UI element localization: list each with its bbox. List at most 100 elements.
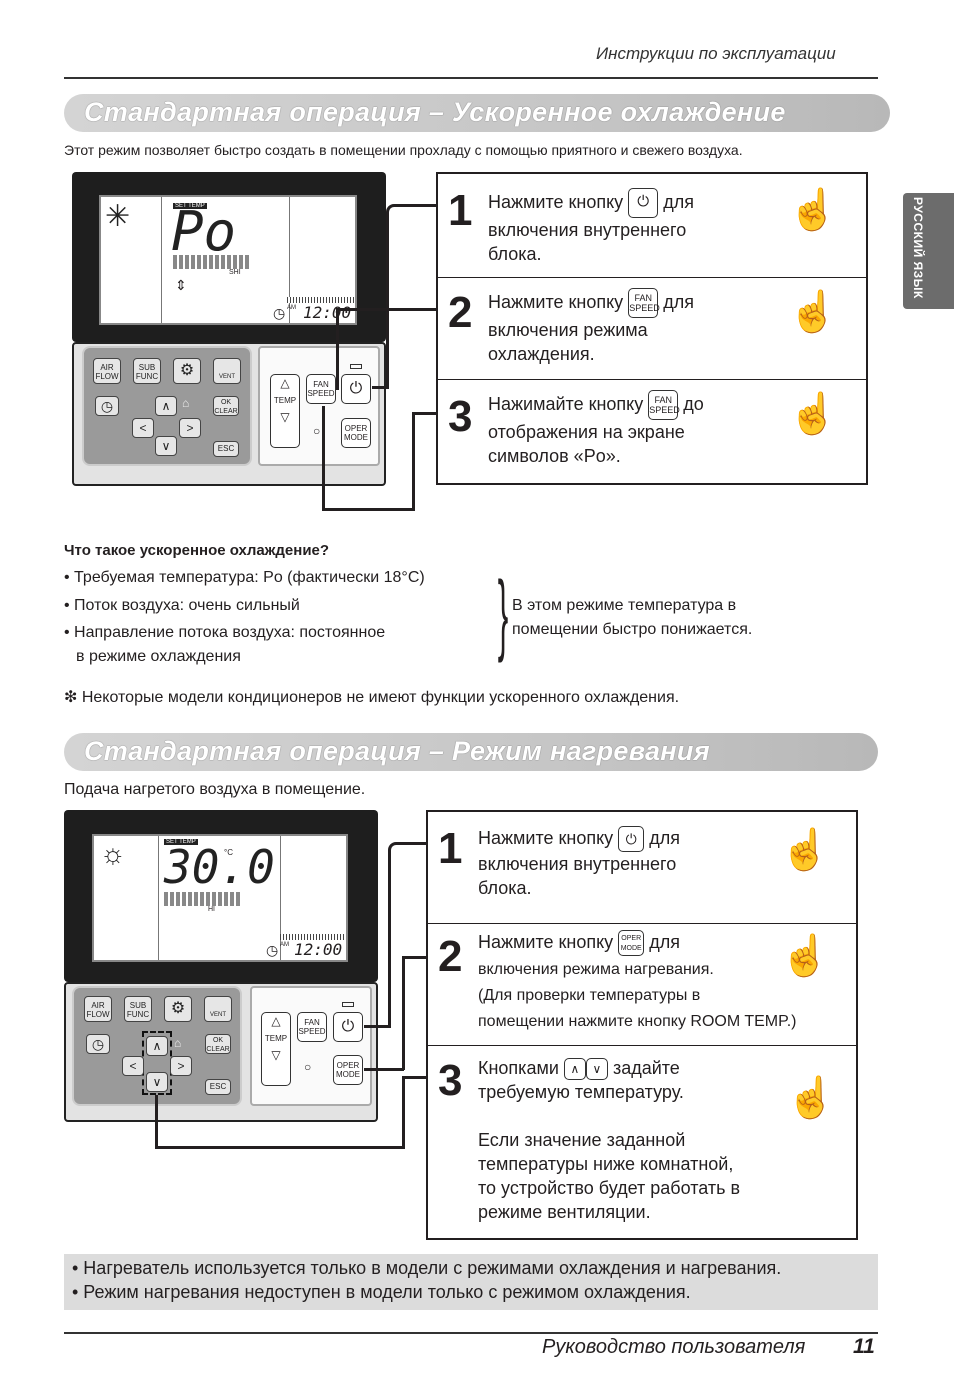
swing-icon: ⇕	[175, 277, 187, 293]
left-arrow-button[interactable]: <	[122, 1056, 144, 1076]
display-value: Po	[171, 200, 237, 263]
down-arrow-button[interactable]: ∨	[155, 436, 177, 456]
connector-line-1	[388, 842, 428, 1028]
clock-icon: ◷	[273, 305, 286, 321]
section1-steps-box: 1 Нажмите кнопку ⏻ для включения внутрен…	[436, 172, 868, 485]
snowflake-icon: ✳	[105, 200, 131, 233]
temp-label: TEMP	[273, 396, 297, 405]
connector-line-3	[322, 406, 325, 510]
oper-mode-button[interactable]: OPER MODE	[341, 418, 371, 448]
brace-icon: }	[497, 564, 509, 664]
set-temp-label: SET TEMP	[164, 839, 198, 845]
power-button[interactable]: ⏻	[341, 374, 371, 404]
air-flow-button[interactable]: AIR FLOW	[93, 358, 121, 384]
header-rule	[64, 77, 878, 79]
indicator-led	[342, 1002, 354, 1007]
right-arrow-button[interactable]: >	[179, 418, 201, 438]
step-row: 2 Нажмите кнопку OPER MODE для включения…	[428, 924, 858, 1046]
fan-speed-icon: FAN SPEED	[628, 288, 660, 318]
step-number: 3	[448, 392, 473, 441]
step-number: 2	[448, 288, 473, 337]
footer-label: Руководство пользователя	[542, 1336, 806, 1358]
step-text: Нажмите кнопку ⏻ для включения внутренне…	[478, 826, 680, 899]
sun-icon: ☼	[100, 838, 126, 869]
connector-line-3	[155, 1095, 158, 1149]
section1-intro: Этот режим позволяет быстро создать в по…	[64, 142, 743, 158]
down-arrow-button[interactable]: ∨	[146, 1072, 168, 1092]
down-arrow-icon: ∨	[585, 1058, 608, 1081]
air-flow-button[interactable]: AIR FLOW	[84, 996, 112, 1022]
fan-speed-button[interactable]: FAN SPEED	[297, 1012, 327, 1042]
vent-button[interactable]: VENT	[204, 996, 232, 1022]
connector-line-2	[336, 308, 438, 311]
step-row: 1 Нажмите кнопку ⏻ для включения внутрен…	[428, 812, 858, 924]
step-row: 3 Нажимайте кнопку FAN SPEED до отображе…	[438, 380, 868, 484]
language-tab-label: РУССКИЙ ЯЗЫК	[911, 197, 925, 299]
hand-press-icon: ☝	[780, 934, 830, 978]
section2-title-bar	[64, 733, 878, 771]
ok-clear-button[interactable]: OK CLEAR	[213, 396, 239, 416]
up-arrow-button[interactable]: ∧	[155, 396, 177, 416]
note-line: • Нагреватель используется только в моде…	[72, 1258, 782, 1278]
temp-rocker[interactable]: △ TEMP ▽	[270, 374, 300, 448]
running-header: Инструкции по эксплуатации	[596, 44, 836, 63]
lcd-display: ✳ SET TEMP Po SHI ⇕ ◷ AM 12:00	[99, 195, 357, 325]
fan-speed-icon: FAN SPEED	[648, 390, 680, 420]
set-temp-label: SET TEMP	[173, 203, 207, 209]
step-row: 3 Кнопками ∧∨ задайте требуемую температ…	[428, 1046, 858, 1240]
faq-item: в режиме охлаждения	[76, 648, 241, 665]
fan-speed-button[interactable]: FAN SPEED	[306, 374, 336, 404]
timer-clock-button[interactable]: ◷	[86, 1034, 110, 1054]
room-temp-button[interactable]: ○	[304, 1060, 312, 1074]
ok-clear-button[interactable]: OK CLEAR	[205, 1034, 231, 1054]
unit-label: °C	[224, 848, 233, 857]
sub-func-button[interactable]: SUB FUNC	[133, 358, 161, 384]
footer-rule	[64, 1332, 878, 1334]
power-button[interactable]: ⏻	[333, 1012, 363, 1042]
fan-speed-bars	[173, 255, 249, 269]
step-text: Нажмите кнопку OPER MODE для включения р…	[478, 930, 797, 1031]
settings-gear-button[interactable]: ⚙	[173, 358, 201, 384]
up-arrow-button[interactable]: ∧	[146, 1036, 168, 1056]
hand-press-icon: ☝	[788, 188, 838, 232]
sub-func-button[interactable]: SUB FUNC	[124, 996, 152, 1022]
temp-rocker[interactable]: △ TEMP ▽	[261, 1012, 291, 1086]
vent-button[interactable]: VENT	[213, 358, 241, 384]
am-label: AM	[287, 305, 296, 311]
home-icon: ⌂	[174, 1036, 182, 1050]
section2-steps-box: 1 Нажмите кнопку ⏻ для включения внутрен…	[426, 810, 858, 1240]
clock-icon: ◷	[266, 942, 279, 958]
step-number: 2	[438, 932, 463, 981]
right-arrow-button[interactable]: >	[170, 1056, 192, 1076]
faq-item: • Направление потока воздуха: постоянное	[64, 624, 386, 641]
esc-button[interactable]: ESC	[213, 441, 239, 457]
timer-clock-button[interactable]: ◷	[95, 396, 119, 416]
am-label: AM	[280, 942, 289, 948]
left-arrow-button[interactable]: <	[132, 418, 154, 438]
home-icon: ⌂	[182, 396, 190, 410]
section1-title-bar	[64, 94, 890, 132]
lcd-display: ☼ SET TEMP 30.0 °C HI ◷ AM 12:00	[92, 834, 348, 962]
settings-gear-button[interactable]: ⚙	[164, 996, 192, 1022]
faq-note: помещении быстро понижается.	[512, 621, 753, 638]
connector-line-2	[402, 956, 428, 959]
step-row: 1 Нажмите кнопку ⏻ для включения внутрен…	[438, 174, 868, 278]
display-value: 30.0	[164, 840, 275, 894]
clock-value: 12:00	[294, 940, 343, 959]
room-temp-button[interactable]: ○	[313, 424, 321, 438]
esc-button[interactable]: ESC	[205, 1079, 231, 1095]
note-line: • Режим нагревания недоступен в модели т…	[72, 1282, 691, 1302]
language-tab	[903, 193, 954, 309]
oper-mode-icon: OPER MODE	[618, 930, 645, 957]
step-text: Нажмите кнопку FAN SPEED для включения р…	[488, 288, 768, 366]
step-text: Нажмите кнопку ⏻ для включения внутренне…	[488, 188, 768, 266]
fan-level-label: SHI	[229, 269, 241, 276]
faq-item: • Поток воздуха: очень сильный	[64, 597, 300, 614]
oper-mode-button[interactable]: OPER MODE	[333, 1055, 363, 1085]
power-icon: ⏻	[618, 826, 645, 853]
weekday-row	[280, 934, 346, 940]
connector-line-1	[386, 204, 438, 388]
step-number: 1	[438, 824, 463, 873]
step-number: 3	[438, 1056, 463, 1105]
faq-title: Что такое ускоренное охлаждение?	[64, 542, 330, 559]
